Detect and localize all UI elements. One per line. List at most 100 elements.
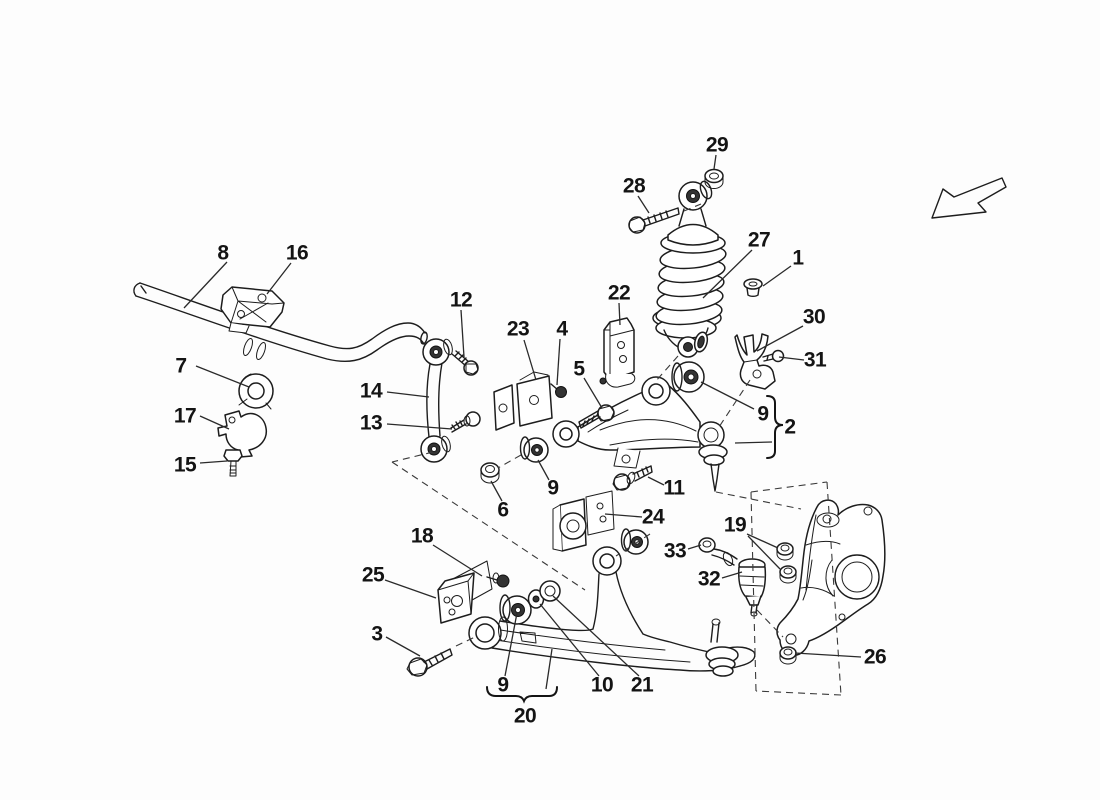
washer-large [539,580,561,602]
stabilizer-bushing [238,373,274,410]
carrier-bottom-nut [779,646,797,665]
assembly-axes [391,203,842,696]
leader-line-25 [384,579,437,599]
stabilizer-bar-bracket [220,286,285,334]
lower-pivot-bolt [406,648,453,677]
callout-number-20: 20 [514,705,536,728]
leader-line-19 [746,533,779,549]
leader-line-11 [647,476,665,486]
leader-line-17 [199,415,230,430]
callout-number-31: 31 [804,349,827,372]
shock-top-nut [704,168,724,189]
leader-line-19 [747,535,781,570]
assembly-axis-line [750,491,757,692]
assembly-axis-line [715,491,802,510]
assembly-axis-line [654,355,679,383]
callout-number-3: 3 [371,623,382,646]
guide-link-ball-joint [738,558,767,617]
guide-link [698,537,767,617]
assembly-axis-line [750,481,828,493]
leader-line-1 [762,265,792,287]
leader-line-9 [700,381,755,410]
leader-line-2 [734,441,773,444]
carrier-nut-upper [776,542,794,561]
upper-control-arm [552,376,728,492]
leader-line-7 [195,365,250,388]
arm-pivot-bolt-front [578,404,615,429]
leader-line-20 [545,648,553,690]
callout-number-23: 23 [507,318,529,341]
leader-line-4 [556,338,561,386]
clamp-bolt [223,449,243,477]
stabilizer-clamp [217,410,268,458]
callout-number-12: 12 [450,289,472,312]
leader-line-22 [618,302,621,326]
mount-grommet [743,278,763,298]
callout-number-18: 18 [411,525,434,548]
callout-number-22: 22 [608,282,630,305]
leader-line-3 [385,636,421,657]
callout-number-9: 9 [497,674,508,697]
callout-number-33: 33 [664,540,686,563]
assembly-axis-line [718,379,751,428]
arm-bracket-plates [493,371,553,431]
shock-fork [734,333,785,390]
callout-number-27: 27 [748,229,770,252]
leader-line-14 [386,391,430,398]
leader-line-8 [183,261,228,309]
arm-nut [480,462,500,484]
direction-arrow-icon [931,177,1007,219]
link-bolt-lower [450,411,481,433]
leader-line-12 [460,309,465,358]
callout-number-16: 16 [286,242,308,265]
callout-number-21: 21 [631,674,654,697]
leader-line-5 [583,377,603,409]
leader-line-6 [490,480,503,502]
stabilizer-link [420,338,481,463]
leader-line-16 [266,262,292,295]
leader-line-29 [713,154,717,170]
upper-arm-bushing-rear [671,361,705,393]
bracket-bolt-small [550,383,567,398]
leader-line-21 [552,595,640,677]
callout-number-1: 1 [792,247,804,270]
lower-ball-joint [705,618,739,677]
shock-mount-bracket [599,317,636,388]
leader-line-32 [721,571,743,579]
lower-control-arm [468,546,756,677]
arm-pivot-bolt-rear [612,465,653,491]
callout-number-7: 7 [175,355,186,378]
leader-line-28 [637,195,650,214]
callout-number-30: 30 [803,306,825,329]
callout-number-10: 10 [591,674,613,697]
leader-line-24 [604,513,643,518]
callout-number-32: 32 [698,568,720,591]
lower-arm-bushing [499,594,532,625]
leader-line-31 [778,356,805,361]
callout-number-8: 8 [217,242,229,265]
upper-ball-joint [697,421,728,492]
carrier-nut-lower [779,565,797,584]
link-bolt-upper [451,350,479,376]
leader-line-27 [702,249,753,299]
assembly-axis-line [497,454,522,469]
callout-number-28: 28 [623,175,646,198]
callout-number-15: 15 [174,454,197,477]
callout-number-5: 5 [573,358,585,381]
leader-line-18 [432,544,483,577]
assembly-axis-line [615,533,651,557]
shock-absorber [652,180,727,358]
callout-number-6: 6 [497,499,508,522]
upper-arm-bushing-front [519,436,549,463]
group-brace-2 [766,395,784,459]
wheel-carrier [776,499,886,656]
leader-line-33 [687,544,702,550]
assembly-axis-line [391,461,586,591]
leader-line-10 [539,603,600,677]
stabilizer-bar [133,282,428,362]
fork-bolt [762,349,785,363]
callout-number-2: 2 [784,416,795,439]
callout-number-19: 19 [724,514,746,537]
